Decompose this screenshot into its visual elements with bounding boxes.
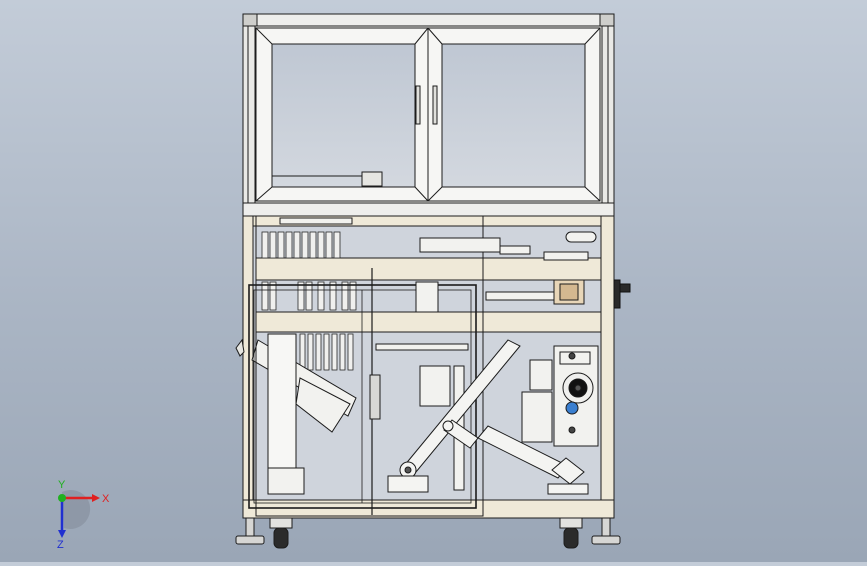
x-axis-label: X — [102, 493, 110, 505]
casters — [269, 517, 583, 549]
triad-shadow — [62, 490, 91, 529]
coordinate-triad: X Y Z — [57, 480, 110, 550]
z-axis-label: Z — [57, 539, 64, 550]
leveling-feet — [235, 517, 621, 545]
left-hinge — [235, 338, 245, 357]
side-handle[interactable] — [613, 279, 631, 309]
z-arrowhead-icon — [58, 530, 66, 538]
comb-rack — [261, 231, 357, 371]
left-cabinet-door[interactable] — [255, 27, 429, 202]
upper-cabinet — [242, 13, 615, 217]
right-cabinet-door[interactable] — [427, 27, 601, 202]
y-axis-dot — [58, 494, 66, 502]
inclined-chute — [251, 333, 357, 495]
linkage-arms — [387, 339, 589, 495]
y-axis-label: Y — [58, 480, 66, 491]
x-arrowhead-icon — [92, 494, 100, 502]
rear-guard-outline — [255, 215, 484, 517]
